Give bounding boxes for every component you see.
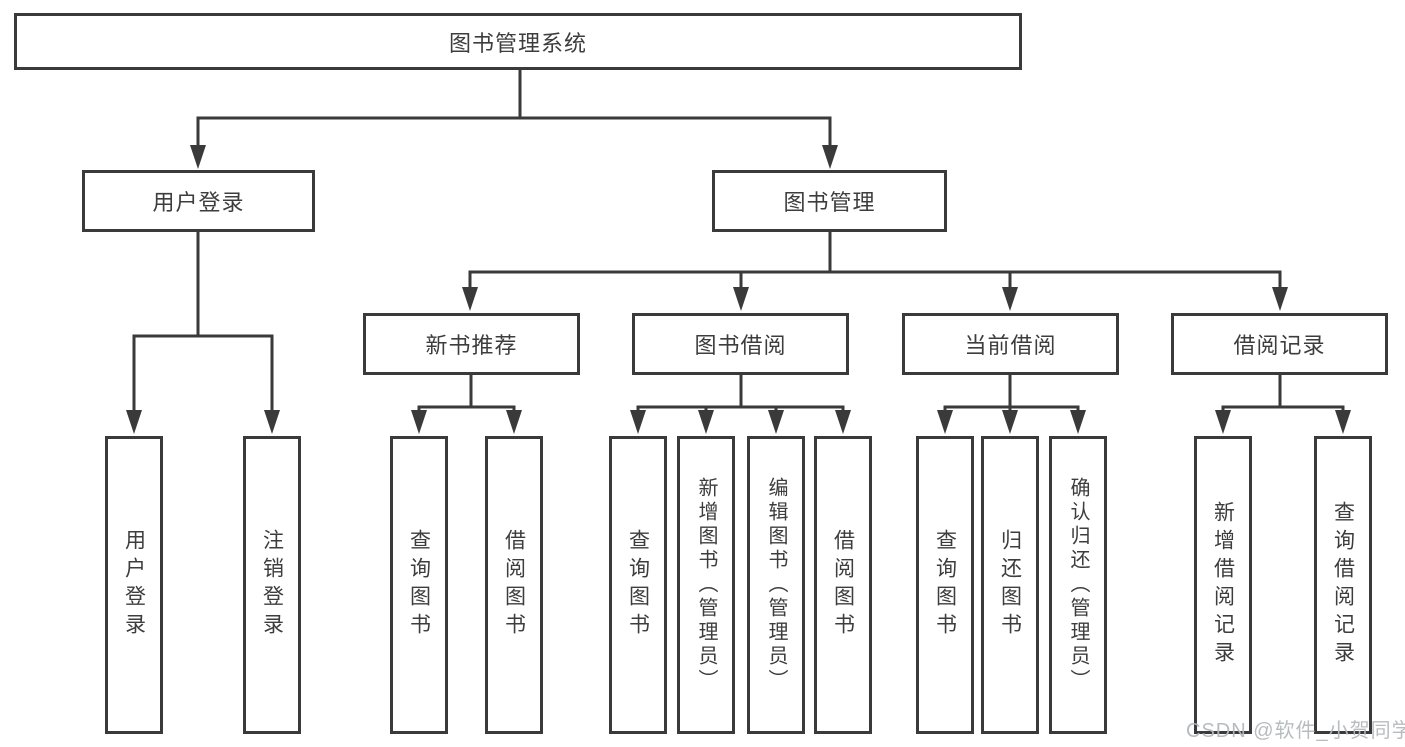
leaf-user-login-label: 用户登录 <box>122 529 146 641</box>
leaf-add-borrow-record: 新增借阅记录 <box>1194 436 1252 734</box>
current-borrow-node: 当前借阅 <box>902 313 1119 375</box>
system-root-label: 图书管理系统 <box>448 30 587 56</box>
arrowhead <box>937 410 953 434</box>
new-book-recommend-label: 新书推荐 <box>425 333 518 358</box>
leaf-return-books: 归还图书 <box>981 436 1039 734</box>
arrowhead <box>698 410 714 434</box>
leaf-logout-label: 注销登录 <box>260 529 284 641</box>
arrowhead <box>733 287 749 311</box>
leaf-user-login: 用户登录 <box>105 436 163 734</box>
arrowhead <box>1272 287 1288 311</box>
leaf-confirm-return-admin-label: 确认归还（管理员） <box>1067 477 1089 693</box>
leaf-query-borrow-record-label: 查询借阅记录 <box>1331 501 1355 669</box>
connector-borrow-records <box>1215 374 1351 434</box>
arrowhead <box>1002 410 1018 434</box>
borrow-records-node: 借阅记录 <box>1171 313 1388 375</box>
leaf-confirm-return-admin: 确认归还（管理员） <box>1049 436 1107 734</box>
leaf-query-books-borrow: 查询图书 <box>609 436 667 734</box>
arrowhead <box>190 145 206 169</box>
arrowhead <box>462 287 478 311</box>
leaf-query-books-recommend: 查询图书 <box>390 436 448 734</box>
arrowhead <box>768 410 784 434</box>
leaf-return-books-label: 归还图书 <box>998 529 1022 641</box>
book-management-node: 图书管理 <box>712 170 947 232</box>
watermark: CSDN @软件_小贺同学 <box>1186 720 1405 742</box>
arrowhead <box>1070 410 1086 434</box>
system-root-node: 图书管理系统 <box>14 13 1022 70</box>
user-login-label: 用户登录 <box>152 190 245 215</box>
arrowhead <box>411 410 427 434</box>
leaf-borrow-books-recommend-label: 借阅图书 <box>502 529 526 641</box>
leaf-query-books-current-label: 查询图书 <box>933 529 957 641</box>
connector-new-book-recommend <box>411 374 522 434</box>
user-login-node: 用户登录 <box>82 170 315 232</box>
leaf-add-borrow-record-label: 新增借阅记录 <box>1211 501 1235 669</box>
leaf-edit-books-admin-label: 编辑图书（管理员） <box>765 477 787 693</box>
arrowhead <box>126 410 142 434</box>
arrowhead <box>264 410 280 434</box>
arrowhead <box>835 410 851 434</box>
connector-book-borrow <box>630 374 851 434</box>
connector-root-to-level2 <box>190 70 838 169</box>
leaf-edit-books-admin: 编辑图书（管理员） <box>747 436 805 734</box>
arrowhead <box>1335 410 1351 434</box>
leaf-logout: 注销登录 <box>243 436 301 734</box>
arrowhead <box>822 145 838 169</box>
leaf-query-borrow-record: 查询借阅记录 <box>1314 436 1372 734</box>
current-borrow-label: 当前借阅 <box>964 333 1057 358</box>
leaf-add-books-admin-label: 新增图书（管理员） <box>695 477 717 693</box>
book-borrow-label: 图书借阅 <box>694 333 787 358</box>
leaf-query-books-borrow-label: 查询图书 <box>626 529 650 641</box>
connector-user-login <box>126 231 280 434</box>
connector-current-borrow <box>937 374 1086 434</box>
arrowhead <box>1215 410 1231 434</box>
leaf-query-books-recommend-label: 查询图书 <box>407 529 431 641</box>
new-book-recommend-node: 新书推荐 <box>363 313 580 375</box>
borrow-records-label: 借阅记录 <box>1233 333 1326 358</box>
leaf-borrow-books: 借阅图书 <box>814 436 872 734</box>
book-borrow-node: 图书借阅 <box>632 313 849 375</box>
arrowhead <box>1002 287 1018 311</box>
book-management-label: 图书管理 <box>783 190 876 215</box>
arrowhead <box>506 410 522 434</box>
leaf-borrow-books-label: 借阅图书 <box>831 529 855 641</box>
leaf-borrow-books-recommend: 借阅图书 <box>485 436 543 734</box>
leaf-query-books-current: 查询图书 <box>916 436 974 734</box>
connector-book-management <box>462 231 1288 311</box>
leaf-add-books-admin: 新增图书（管理员） <box>677 436 735 734</box>
arrowhead <box>630 410 646 434</box>
